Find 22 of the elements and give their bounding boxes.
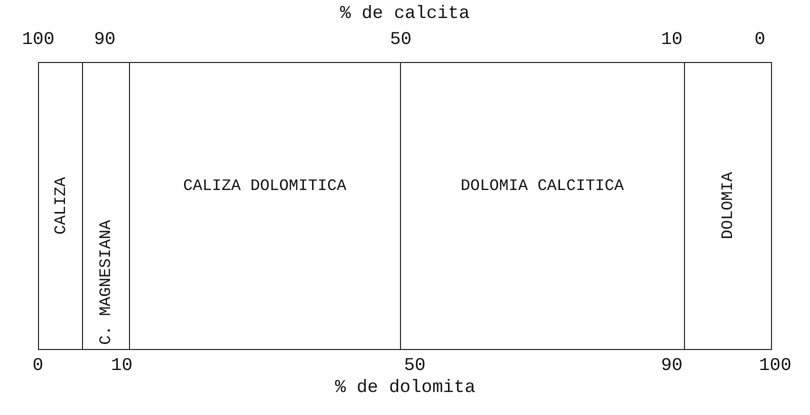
tick-label: 0: [32, 356, 44, 376]
tick-label: 50: [404, 356, 426, 376]
classification-region: [128, 62, 401, 350]
region-label: C. MAGNESIANA: [96, 220, 116, 345]
region-label: CALIZA DOLOMITICA: [183, 176, 346, 197]
tick-label: 90: [661, 356, 683, 376]
tick-label: 10: [661, 30, 683, 50]
axis-title: % de dolomita: [335, 378, 476, 398]
tick-label: 100: [22, 30, 54, 50]
classification-region: [38, 62, 83, 350]
axis-title: % de calcita: [340, 4, 470, 24]
tick-label: 90: [94, 30, 116, 50]
classification-region: [684, 62, 772, 350]
classification-region: [82, 62, 130, 350]
region-label: DOLOMIA: [718, 172, 738, 240]
tick-label: 10: [111, 356, 133, 376]
region-label: DOLOMIA CALCITICA: [460, 176, 624, 197]
tick-label: 50: [390, 30, 412, 50]
tick-label: 100: [759, 356, 792, 376]
region-label: CALIZA: [50, 177, 70, 235]
classification-region: [400, 62, 685, 350]
tick-label: 0: [754, 30, 766, 50]
